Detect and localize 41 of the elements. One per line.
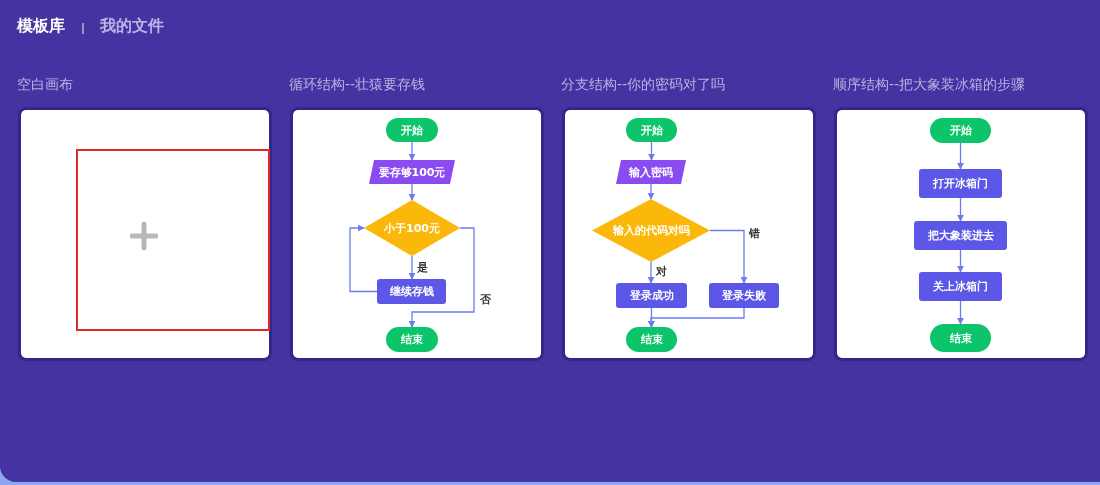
terminal-pill: 开始	[626, 118, 677, 142]
tab-label: 我的文件	[100, 16, 164, 37]
arrow	[648, 307, 655, 328]
arrow	[957, 142, 964, 170]
arrow	[648, 141, 655, 161]
card-title: 空白画布	[17, 76, 73, 94]
arrow	[408, 227, 475, 328]
arrow	[957, 300, 964, 325]
arrow	[647, 183, 655, 200]
arrow	[349, 224, 378, 293]
process-box: 继续存钱	[377, 279, 446, 304]
arrow	[957, 197, 964, 222]
card-title: 顺序结构--把大象装冰箱的步骤	[833, 76, 1026, 94]
process-box: 打开冰箱门	[919, 169, 1002, 198]
arrow	[647, 261, 655, 284]
decision-diamond: 输入的代码对吗	[592, 199, 710, 262]
edge-label: 错	[748, 226, 761, 241]
terminal-pill: 开始	[386, 118, 438, 142]
process-box: 关上冰箱门	[919, 272, 1002, 301]
arrow	[408, 141, 416, 161]
card-title: 分支结构--你的密码对了吗	[561, 76, 726, 94]
arrow	[408, 255, 416, 280]
terminal-pill: 开始	[930, 118, 991, 143]
arrow	[957, 249, 964, 273]
tab-label: 模板库	[17, 16, 65, 37]
process-box: 登录失败	[709, 283, 779, 308]
edge-label: 是	[416, 260, 429, 275]
process-box: 把大象装进去	[914, 221, 1007, 250]
arrow	[647, 307, 745, 328]
edge-label: 对	[655, 264, 668, 279]
process-box: 登录成功	[616, 283, 687, 308]
input-parallelogram: 要存够100元	[369, 160, 455, 184]
terminal-pill: 结束	[386, 327, 438, 352]
edge-label: 否	[479, 292, 492, 307]
decision-diamond: 小于100元	[364, 200, 460, 256]
input-parallelogram: 输入密码	[616, 160, 686, 184]
arrow	[709, 229, 748, 284]
terminal-pill: 结束	[626, 327, 677, 352]
card-title: 循环结构--壮猿要存钱	[289, 76, 426, 94]
terminal-pill: 结束	[930, 324, 991, 352]
arrow	[408, 183, 416, 201]
